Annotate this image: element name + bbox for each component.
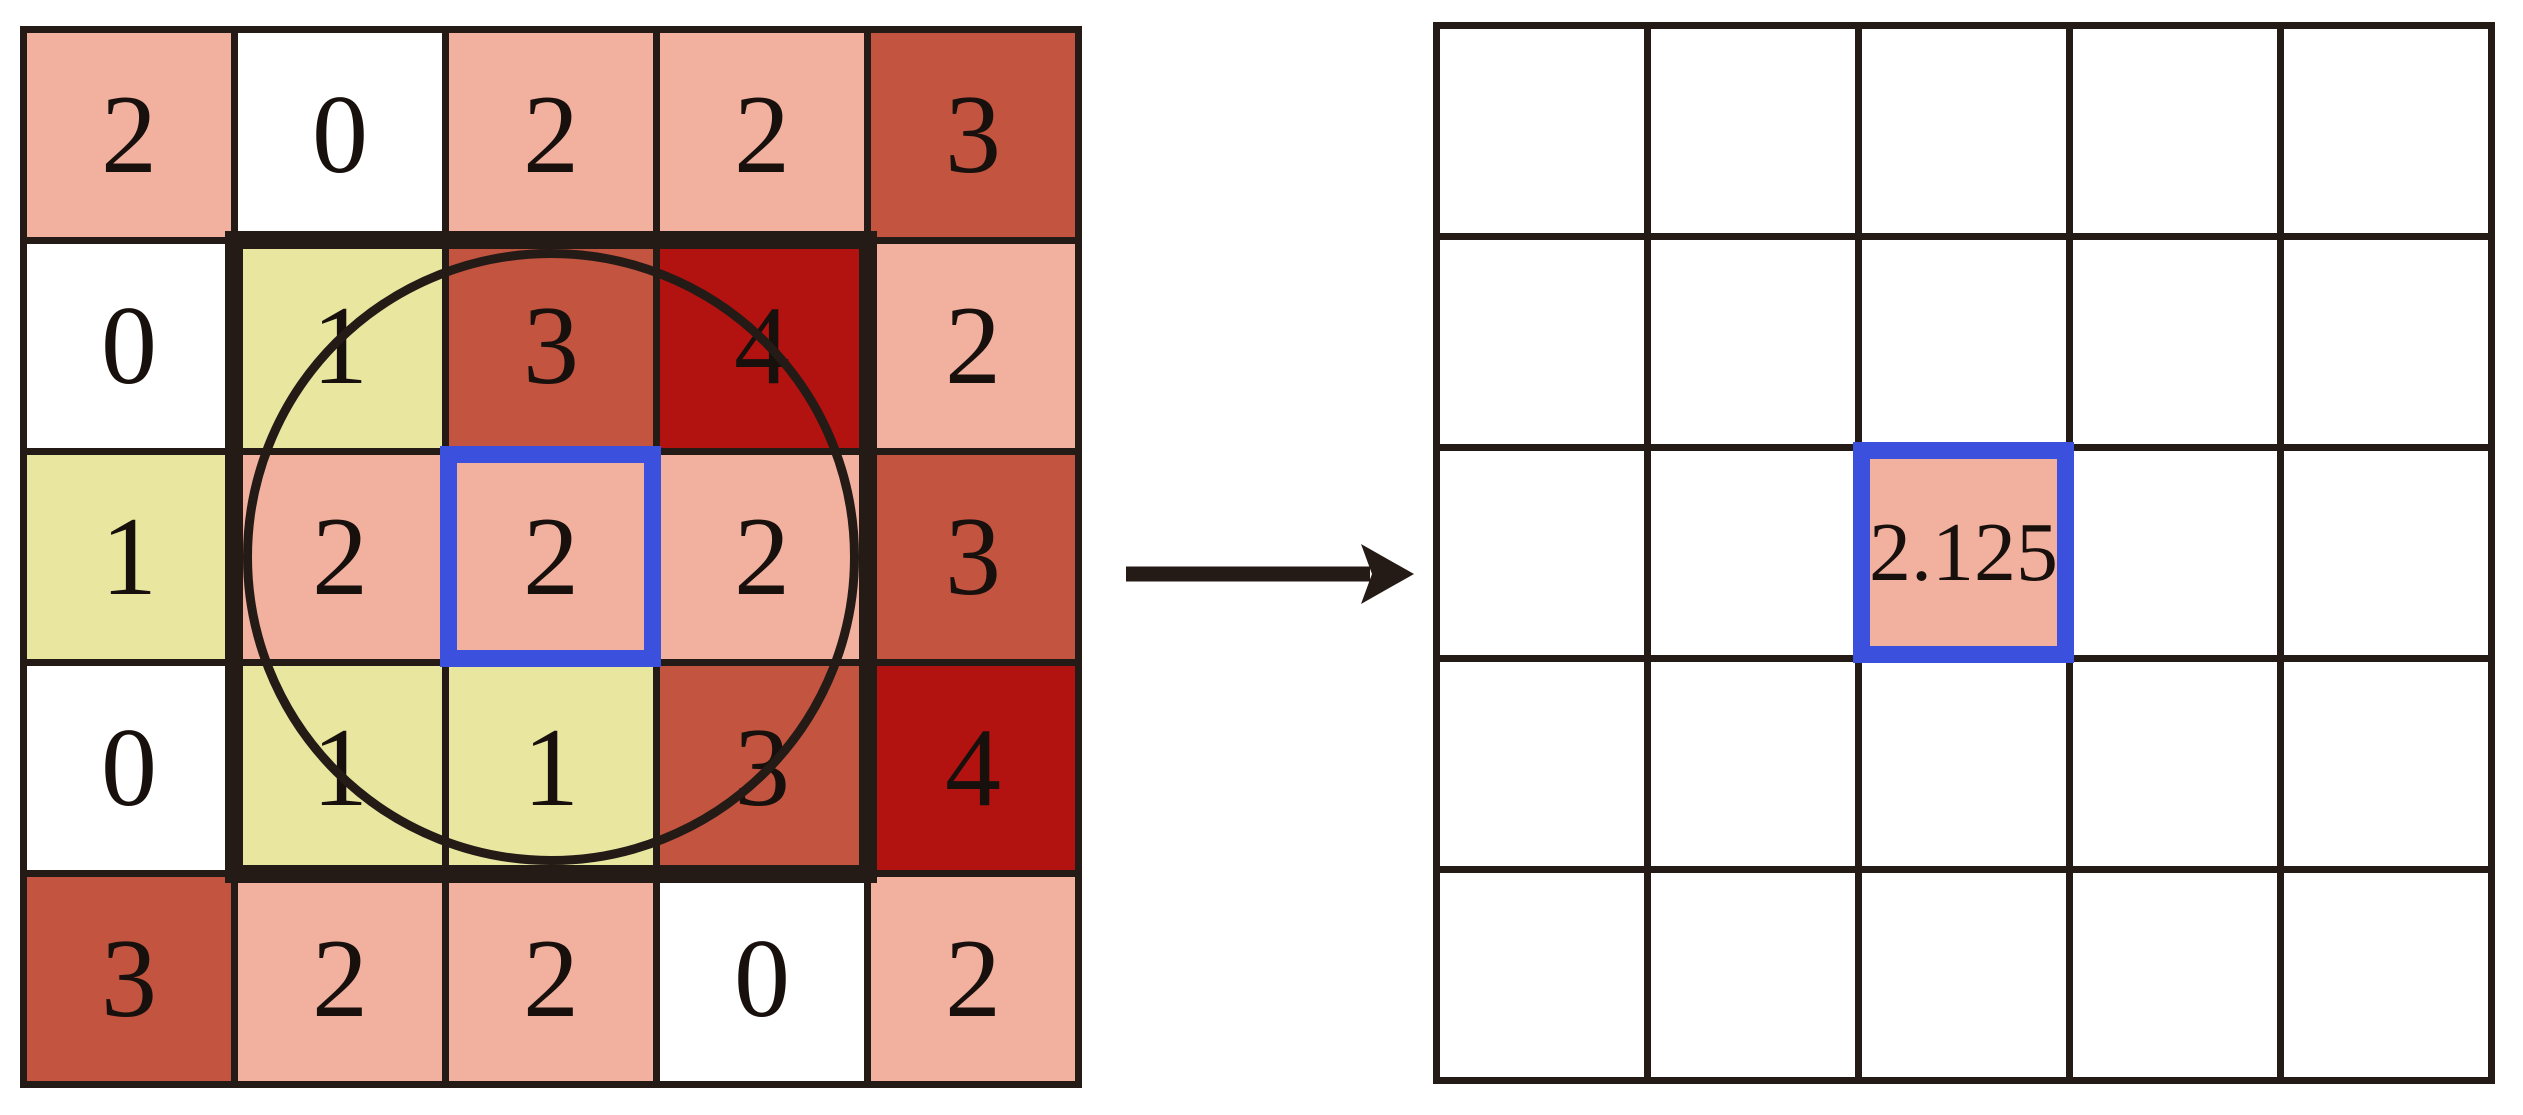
input-cell: 2: [660, 455, 864, 659]
input-cell: 3: [871, 33, 1075, 237]
right-arrow-icon: [1126, 544, 1414, 604]
output-grid: 2.125: [1433, 22, 2495, 1084]
input-cell: 1: [238, 666, 442, 870]
input-cell: 2: [27, 33, 231, 237]
output-cell: [1440, 451, 1644, 655]
input-grid: 2 0 2 2 3 0 1 3 4 2 1 2 2 2 3 0 1 1 3 4 …: [20, 26, 1082, 1088]
output-cell: [1440, 240, 1644, 444]
output-cell: [1651, 29, 1855, 233]
output-cell: [2284, 873, 2488, 1077]
output-cell: [2073, 240, 2277, 444]
output-cell: [1651, 873, 1855, 1077]
output-cell: [1440, 29, 1644, 233]
output-cell: [1862, 29, 2066, 233]
input-cell: 0: [27, 244, 231, 448]
input-cell: 2: [449, 877, 653, 1081]
output-cell: [1862, 662, 2066, 866]
result-cell-highlight: 2.125: [1853, 442, 2074, 663]
input-cell: 1: [449, 666, 653, 870]
output-cell: [1862, 240, 2066, 444]
input-cell: 4: [871, 666, 1075, 870]
input-cell-center: 2: [449, 455, 653, 659]
output-cell: [2284, 451, 2488, 655]
input-cell: 2: [871, 877, 1075, 1081]
input-cell: 2: [449, 33, 653, 237]
input-cell: 1: [238, 244, 442, 448]
input-cell: 3: [449, 244, 653, 448]
input-grid-cells: 2 0 2 2 3 0 1 3 4 2 1 2 2 2 3 0 1 1 3 4 …: [20, 26, 1082, 1088]
output-cell: [2073, 451, 2277, 655]
input-cell: 2: [871, 244, 1075, 448]
input-cell: 3: [27, 877, 231, 1081]
input-cell: 0: [238, 33, 442, 237]
input-cell: 2: [238, 877, 442, 1081]
output-cell: [1651, 240, 1855, 444]
input-cell: 0: [660, 877, 864, 1081]
output-cell: [2073, 873, 2277, 1077]
output-cell: [1862, 873, 2066, 1077]
output-cell: [2284, 662, 2488, 866]
output-cell: [2073, 29, 2277, 233]
output-cell: [1440, 662, 1644, 866]
output-cell: [2284, 240, 2488, 444]
input-cell: 1: [27, 455, 231, 659]
output-cell: [1440, 873, 1644, 1077]
input-cell: 2: [238, 455, 442, 659]
output-cell: [2073, 662, 2277, 866]
input-cell: 0: [27, 666, 231, 870]
input-cell: 3: [660, 666, 864, 870]
input-cell: 3: [871, 455, 1075, 659]
output-cell: [2284, 29, 2488, 233]
output-cell: [1651, 451, 1855, 655]
input-cell: 2: [660, 33, 864, 237]
output-cell: [1651, 662, 1855, 866]
input-cell: 4: [660, 244, 864, 448]
